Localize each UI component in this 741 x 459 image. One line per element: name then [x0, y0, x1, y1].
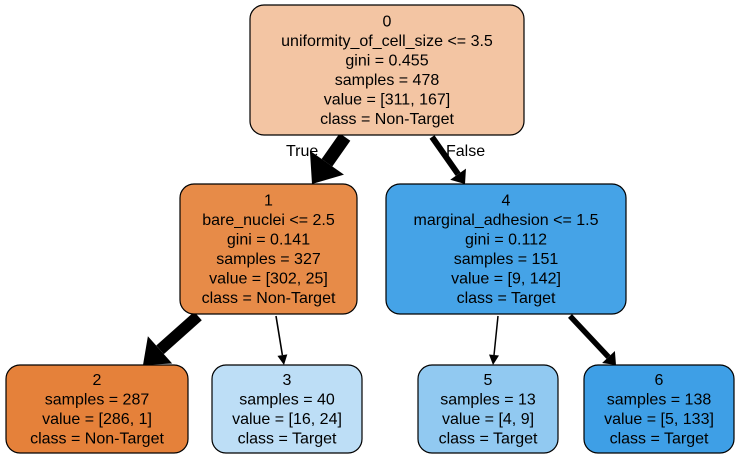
edge-0-1 [309, 133, 351, 184]
edge-line [156, 311, 202, 355]
edge-0-4 [429, 135, 466, 184]
node-line: gini = 0.455 [345, 53, 428, 70]
arrow-head [277, 354, 288, 365]
edge-line [493, 315, 499, 356]
tree-node-6: 6 samples = 138 value = [5, 133] class = Ta… [583, 364, 735, 454]
edge-line [275, 315, 284, 356]
node-line: gini = 0.141 [227, 232, 310, 249]
tree-node-1: 1 bare_nuclei <= 2.5 gini = 0.141 samples =… [179, 183, 358, 315]
node-id: 2 [93, 372, 102, 389]
node-box [385, 183, 627, 315]
arrow-head [450, 168, 466, 184]
node-id: 3 [283, 372, 292, 389]
node-box [211, 364, 363, 454]
node-line: samples = 478 [335, 72, 440, 89]
node-id: 0 [383, 14, 392, 31]
node-line: value = [16, 24] [232, 411, 342, 428]
tree-node-0: 0 uniformity_of_cell_size <= 3.5 gini = 0.… [249, 4, 525, 136]
node-line: value = [5, 133] [604, 411, 714, 428]
node-line: value = [302, 25] [209, 271, 328, 288]
edge-label: True [286, 143, 318, 160]
node-line: class = Target [457, 290, 556, 307]
tree-node-4: 4 marginal_adhesion <= 1.5 gini = 0.112 sam… [385, 183, 627, 315]
tree-node-2: 2 samples = 287 value = [286, 1] class = No… [5, 364, 189, 454]
node-line: value = [286, 1] [42, 411, 152, 428]
arrow-head [143, 336, 173, 365]
node-box [583, 364, 735, 454]
node-line: class = Non-Target [30, 431, 164, 448]
arrow-head [309, 150, 344, 184]
tree-node-3: 3 samples = 40 value = [16, 24] class = Tar… [211, 364, 363, 454]
arrow-head [489, 354, 499, 365]
edge-line [568, 314, 611, 359]
node-id: 6 [655, 372, 664, 389]
node-line: samples = 327 [216, 251, 321, 268]
node-line: samples = 40 [239, 392, 335, 409]
node-line: value = [9, 142] [451, 271, 561, 288]
edge-1-2 [143, 311, 202, 365]
node-line: bare_nuclei <= 2.5 [202, 212, 335, 229]
node-line: gini = 0.112 [465, 232, 547, 249]
node-id: 4 [502, 193, 511, 210]
node-line: uniformity_of_cell_size <= 3.5 [281, 33, 493, 50]
node-line: samples = 13 [440, 392, 536, 409]
edge-4-5 [489, 315, 499, 365]
node-line: samples = 138 [607, 392, 712, 409]
edge-line [429, 135, 461, 176]
node-id: 1 [264, 193, 273, 210]
edge-label: False [446, 143, 485, 160]
node-box [5, 364, 189, 454]
node-line: samples = 287 [45, 392, 150, 409]
arrow-head [602, 350, 616, 365]
edge-1-3 [275, 315, 288, 365]
edge-4-6 [568, 314, 616, 365]
tree-node-5: 5 samples = 13 value = [4, 9] class = Targe… [417, 364, 559, 454]
node-box [249, 4, 525, 136]
edge-line [321, 133, 351, 167]
node-line: value = [4, 9] [442, 411, 534, 428]
node-line: class = Target [238, 431, 337, 448]
node-line: marginal_adhesion <= 1.5 [413, 212, 598, 229]
node-box [179, 183, 358, 315]
node-line: samples = 151 [454, 251, 559, 268]
node-line: class = Non-Target [202, 290, 336, 307]
node-line: class = Target [610, 431, 709, 448]
node-line: class = Non-Target [320, 111, 454, 128]
node-id: 5 [484, 372, 493, 389]
node-line: value = [311, 167] [324, 92, 450, 109]
node-line: class = Target [439, 431, 538, 448]
node-box [417, 364, 559, 454]
